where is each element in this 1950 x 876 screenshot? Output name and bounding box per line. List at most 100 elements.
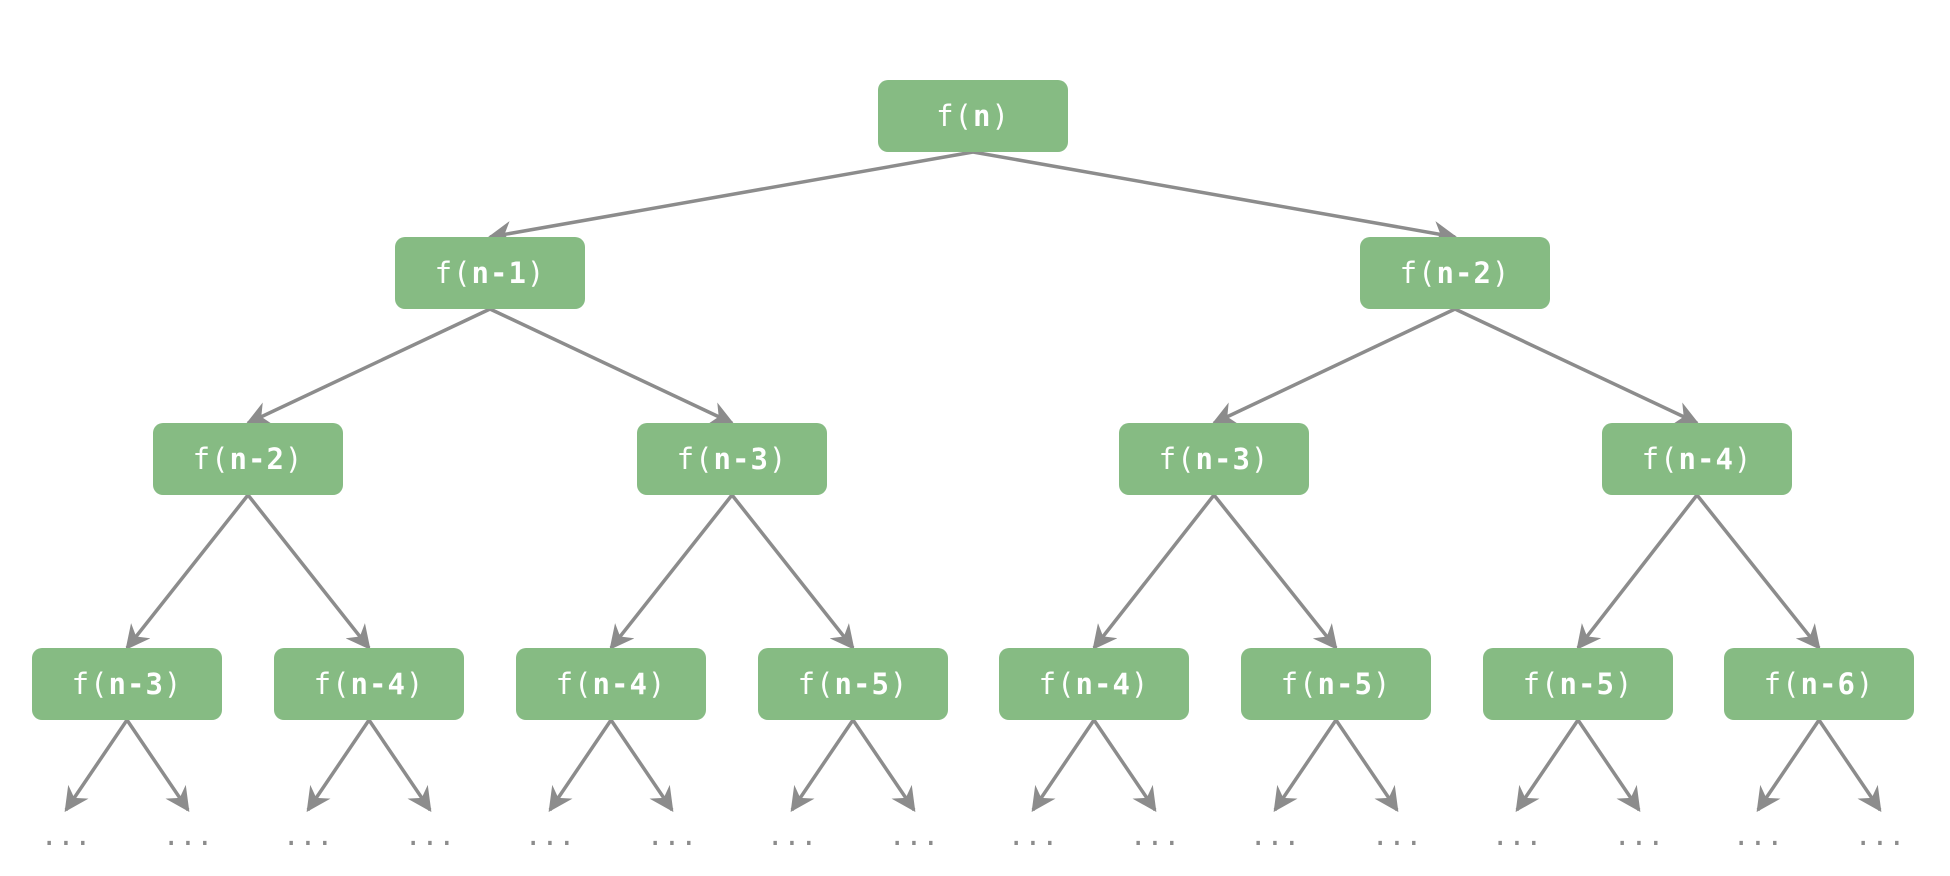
- node-fn-close: ): [1130, 667, 1150, 701]
- tree-node: f(n-3): [1119, 423, 1309, 495]
- node-argument: n-4: [592, 667, 648, 701]
- node-argument: n-4: [1678, 442, 1734, 476]
- tree-edge: [1576, 719, 1641, 813]
- node-fn-open: f(: [192, 442, 230, 476]
- node-fn-close: ): [647, 667, 667, 701]
- node-fn-close: ): [1855, 667, 1875, 701]
- ellipsis-label: ...: [162, 819, 214, 852]
- node-argument: n-4: [1075, 667, 1131, 701]
- node-argument: n-3: [713, 442, 769, 476]
- node-fn-open: f(: [1399, 256, 1437, 290]
- tree-edge: [487, 150, 974, 246]
- tree-edge: [1212, 493, 1338, 650]
- node-fn-close: ): [1614, 667, 1634, 701]
- node-fn-open: f(: [936, 99, 973, 133]
- tree-edge: [306, 719, 371, 813]
- node-fn-open: f(: [434, 256, 472, 290]
- tree-edge: [489, 307, 735, 425]
- tree-edge: [1273, 719, 1338, 813]
- node-argument: n-6: [1800, 667, 1856, 701]
- tree-node: f(n-4): [1602, 423, 1792, 495]
- tree-edge: [1454, 307, 1700, 425]
- node-argument: n-5: [834, 667, 890, 701]
- tree-edge: [246, 493, 371, 650]
- ellipsis-label: ...: [1007, 819, 1059, 852]
- ellipsis-label: ...: [282, 819, 334, 852]
- ellipsis-label: ...: [40, 819, 92, 852]
- node-fn-close: ): [1491, 256, 1511, 290]
- ellipsis-label: ...: [888, 819, 940, 852]
- tree-edge: [1031, 719, 1096, 813]
- node-fn-close: ): [889, 667, 909, 701]
- tree-edge: [1695, 493, 1821, 650]
- node-fn-open: f(: [555, 667, 593, 701]
- tree-edge: [972, 150, 1458, 246]
- ellipsis-label: ...: [1854, 819, 1906, 852]
- tree-edge: [1092, 493, 1216, 650]
- tree-edge: [1515, 719, 1580, 813]
- tree-edge: [1092, 719, 1157, 813]
- tree-edge: [851, 719, 916, 813]
- tree-node: f(n-4): [516, 648, 706, 720]
- node-fn-close: ): [1372, 667, 1392, 701]
- node-argument: n-5: [1559, 667, 1615, 701]
- node-argument: n-4: [350, 667, 406, 701]
- tree-node: f(n-4): [999, 648, 1189, 720]
- tree-edge: [125, 493, 250, 650]
- ellipsis-label: ...: [1371, 819, 1423, 852]
- tree-node: f(n-3): [32, 648, 222, 720]
- node-argument: n: [972, 99, 992, 133]
- ellipsis-label: ...: [404, 819, 456, 852]
- node-fn-close: ): [526, 256, 546, 290]
- node-argument: n-3: [1195, 442, 1251, 476]
- ellipsis-label: ...: [646, 819, 698, 852]
- node-fn-open: f(: [1038, 667, 1076, 701]
- node-fn-close: ): [405, 667, 425, 701]
- node-fn-close: ): [163, 667, 183, 701]
- tree-edge: [245, 307, 491, 425]
- tree-node: f(n-3): [637, 423, 827, 495]
- node-argument: n-2: [229, 442, 285, 476]
- node-argument: n-5: [1317, 667, 1373, 701]
- node-fn-open: f(: [71, 667, 109, 701]
- tree-node: f(n-2): [1360, 237, 1550, 309]
- tree-node: f(n-2): [153, 423, 343, 495]
- tree-edge: [1817, 719, 1882, 813]
- node-fn-open: f(: [676, 442, 714, 476]
- tree-edge: [609, 719, 674, 813]
- tree-node: f(n-6): [1724, 648, 1914, 720]
- tree-edge: [609, 493, 734, 650]
- ellipsis-label: ...: [1732, 819, 1784, 852]
- tree-edge: [1211, 307, 1456, 425]
- node-fn-close: ): [1733, 442, 1753, 476]
- node-argument: n-2: [1436, 256, 1492, 290]
- ellipsis-label: ...: [1249, 819, 1301, 852]
- node-fn-close: ): [1250, 442, 1270, 476]
- tree-node: f(n-5): [1241, 648, 1431, 720]
- ellipsis-label: ...: [524, 819, 576, 852]
- ellipsis-label: ...: [766, 819, 818, 852]
- tree-edge: [367, 719, 432, 813]
- node-fn-close: ): [991, 99, 1010, 133]
- tree-edge: [790, 719, 855, 813]
- node-fn-close: ): [284, 442, 304, 476]
- tree-node: f(n-5): [758, 648, 948, 720]
- tree-node: f(n-5): [1483, 648, 1673, 720]
- node-fn-open: f(: [1158, 442, 1196, 476]
- tree-edge: [1576, 493, 1699, 650]
- tree-edge: [730, 493, 855, 650]
- node-argument: n-3: [108, 667, 164, 701]
- ellipsis-label: ...: [1613, 819, 1665, 852]
- node-fn-open: f(: [1763, 667, 1801, 701]
- tree-node: f(n): [878, 80, 1068, 152]
- tree-edge: [548, 719, 613, 813]
- node-fn-open: f(: [797, 667, 835, 701]
- tree-edge: [1334, 719, 1399, 813]
- tree-edge: [1756, 719, 1821, 813]
- node-fn-open: f(: [1641, 442, 1679, 476]
- node-fn-open: f(: [1522, 667, 1560, 701]
- tree-edge: [64, 719, 129, 813]
- ellipsis-label: ...: [1491, 819, 1543, 852]
- node-argument: n-1: [471, 256, 527, 290]
